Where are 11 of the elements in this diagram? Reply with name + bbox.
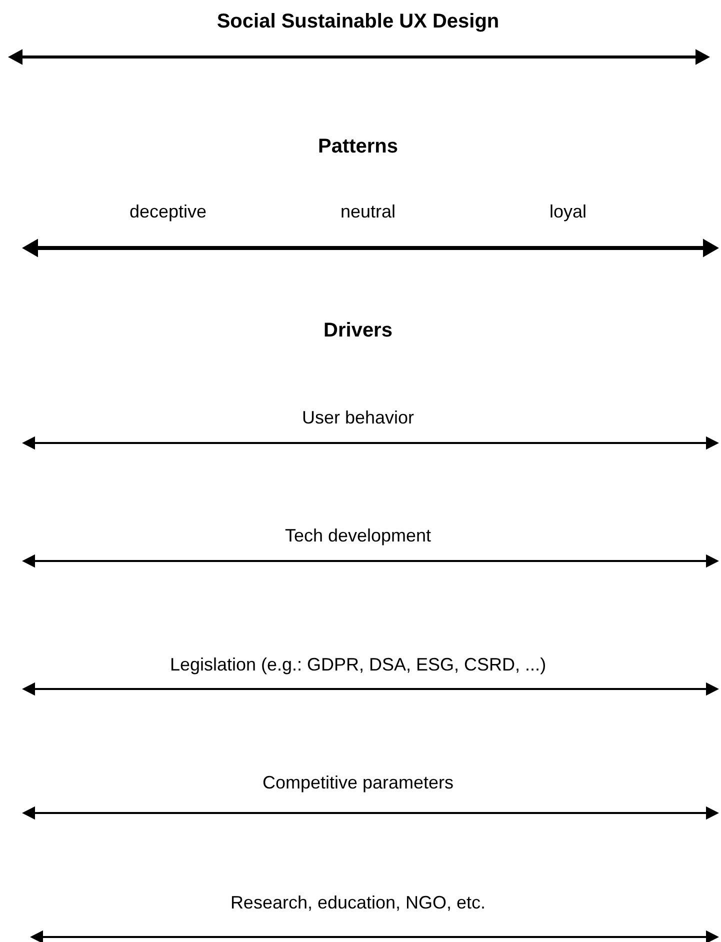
section-heading: Patterns [318,136,398,158]
driver-label: User behavior [302,408,414,428]
driver-label: Legislation (e.g.: GDPR, DSA, ESG, CSRD, ...) [170,654,546,676]
title: Social Sustainable UX Design [216,10,500,34]
scale-label: neutral [340,202,396,222]
driver-label: Tech development [284,526,432,546]
driver-label: Research, education, NGO, etc. [230,892,486,914]
driver-label: Competitive parameters [262,772,454,794]
scale-label: deceptive [129,202,207,222]
section-heading: Drivers [324,320,392,342]
scale-label: loyal [549,202,587,222]
